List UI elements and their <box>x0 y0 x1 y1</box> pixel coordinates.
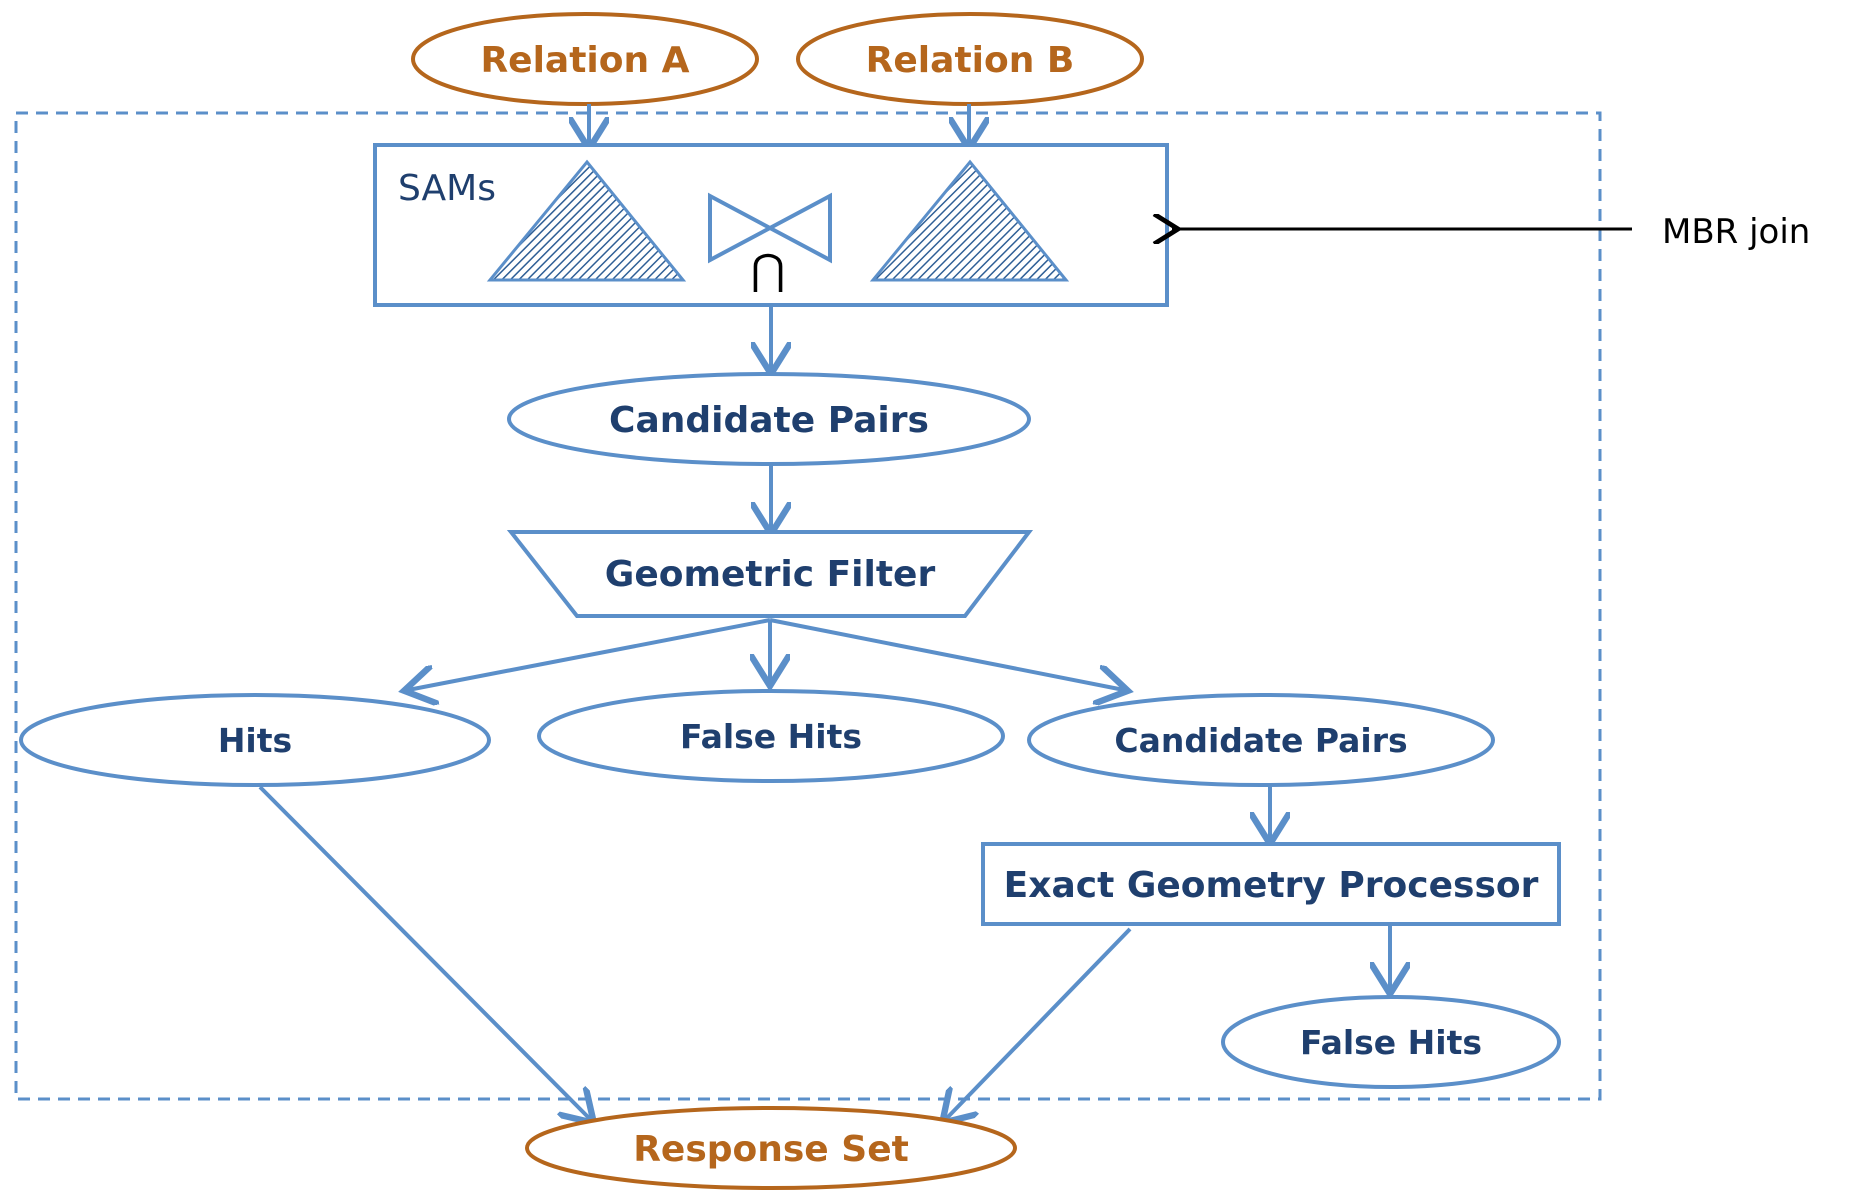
false-hits-bottom-node: False Hits <box>1221 995 1561 1089</box>
relation-a-node: Relation A <box>411 12 759 106</box>
candidate-pairs-top-node: Candidate Pairs <box>507 372 1031 466</box>
false-hits-middle-node: False Hits <box>537 689 1005 783</box>
relation-b-node: Relation B <box>796 12 1144 106</box>
join-bowtie-icon <box>708 192 832 264</box>
hits-label: Hits <box>218 721 292 760</box>
arrow-filter-to-hits <box>408 618 771 690</box>
arrow-filter-to-candidates-right <box>769 618 1124 690</box>
candidate-pairs-right-label: Candidate Pairs <box>1114 721 1407 760</box>
relation-b-label: Relation B <box>866 40 1075 81</box>
arrow-hits-to-response <box>258 785 591 1120</box>
geometric-filter-label: Geometric Filter <box>605 554 936 595</box>
index-tree-b-icon <box>869 159 1070 282</box>
mbr-join-label: MBR join <box>1662 212 1810 252</box>
exact-geometry-processor-label: Exact Geometry Processor <box>1004 865 1539 906</box>
arrow-processor-to-response <box>945 927 1132 1120</box>
sams-label: SAMs <box>398 168 496 209</box>
relation-a-label: Relation A <box>480 40 689 81</box>
response-set-label: Response Set <box>633 1129 909 1170</box>
intersection-icon: ⋂ <box>751 245 785 294</box>
index-tree-a-icon <box>486 159 687 282</box>
system-boundary <box>14 111 1602 1101</box>
candidate-pairs-top-label: Candidate Pairs <box>609 400 929 441</box>
hits-node: Hits <box>19 693 491 787</box>
false-hits-bottom-label: False Hits <box>1300 1023 1482 1062</box>
sams-box: SAMs ⋂ <box>373 143 1169 307</box>
candidate-pairs-right-node: Candidate Pairs <box>1027 693 1495 787</box>
geometric-filter-node: Geometric Filter <box>506 530 1034 618</box>
false-hits-middle-label: False Hits <box>680 717 862 756</box>
exact-geometry-processor-node: Exact Geometry Processor <box>981 842 1561 926</box>
response-set-node: Response Set <box>525 1106 1017 1190</box>
